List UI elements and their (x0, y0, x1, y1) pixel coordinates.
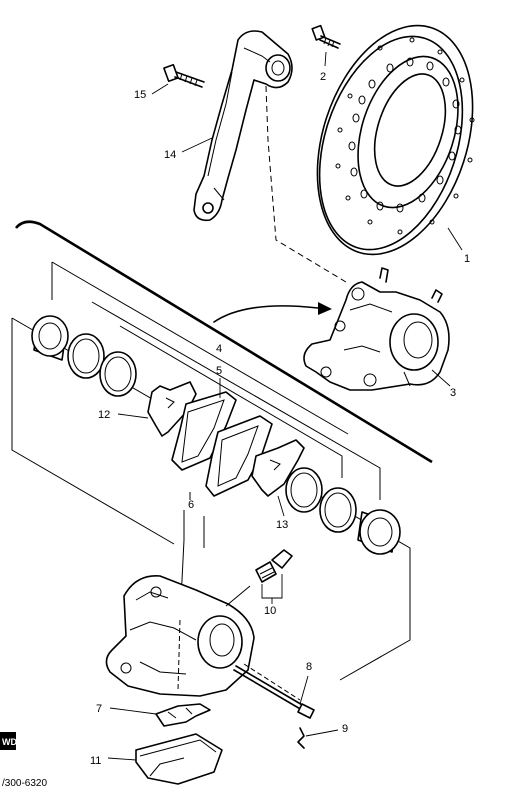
callout-5: 5 (216, 365, 222, 377)
caliper-assembly (303, 267, 451, 391)
callout-10: 10 (264, 605, 276, 617)
callout-14: 14 (164, 149, 176, 161)
callout-12: 12 (98, 409, 110, 421)
bleed-screw (255, 549, 293, 604)
piston-seal-left-a (67, 333, 105, 379)
disc-holes (348, 57, 462, 213)
torque-arm-bracket (181, 30, 293, 222)
brake-pad-left (171, 391, 237, 471)
callout-11: 11 (90, 755, 101, 767)
piston-seal-left-b (99, 351, 137, 397)
callout-2: 2 (320, 71, 326, 83)
callout-8: 8 (306, 661, 312, 673)
pin-clip (297, 727, 339, 749)
callout-7: 7 (96, 703, 102, 715)
brake-pad-right (205, 415, 273, 497)
pad-spring (109, 703, 211, 727)
figure-code: /300-6320 (2, 778, 47, 789)
corner-badge: WD (0, 732, 17, 750)
callout-6: 6 (188, 499, 194, 511)
callout-13: 13 (276, 519, 288, 531)
piston-seal-right-a (285, 467, 323, 513)
caliper-bracket (105, 575, 301, 701)
callout-1: 1 (464, 253, 470, 265)
pad-pin (233, 665, 315, 719)
pad-support (107, 733, 223, 785)
pad-shim-right (251, 439, 305, 517)
callout-3: 3 (450, 387, 456, 399)
brake-disc (316, 24, 475, 256)
disc-outer-holes (335, 37, 475, 235)
piston-right (357, 509, 401, 555)
assembly-arrow (213, 302, 332, 323)
bracket-bolt (151, 63, 205, 95)
callout-4: 4 (216, 343, 222, 355)
piston-left (31, 315, 69, 361)
piston-seal-right-b (319, 487, 357, 533)
callout-9: 9 (342, 723, 348, 735)
corner-badge-text: WD (2, 737, 17, 747)
callout-15: 15 (134, 89, 146, 101)
disc-bolt (311, 24, 341, 67)
